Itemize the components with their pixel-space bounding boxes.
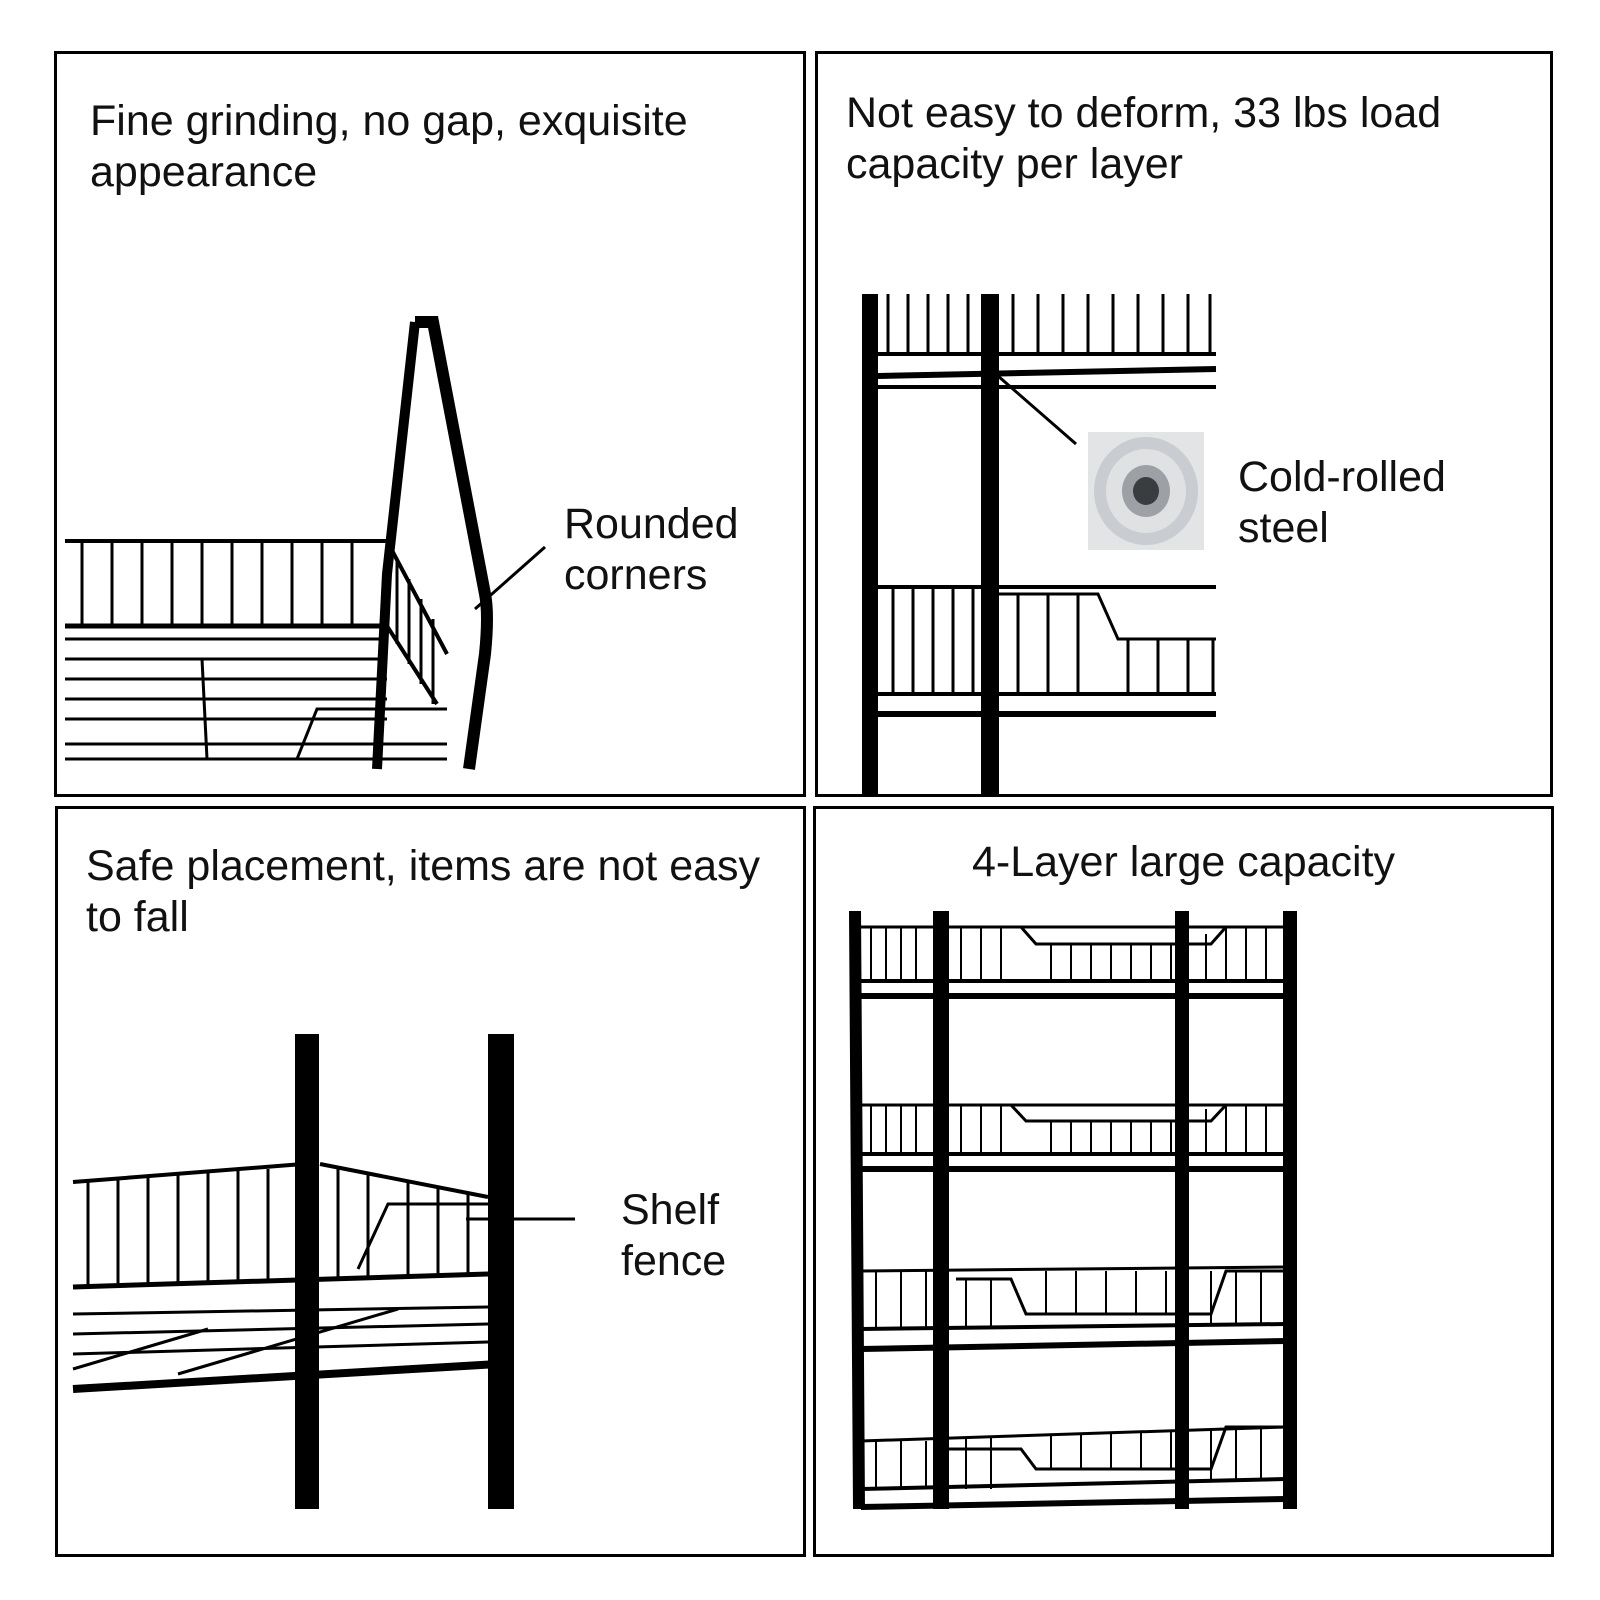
callout-line-1: Shelf: [621, 1186, 720, 1234]
shelf-fence-illustration: [72, 1034, 575, 1509]
callout-line-2: corners: [564, 551, 708, 599]
panel-shelf-fence: Safe placement, items are not easy to fa…: [55, 806, 806, 1557]
callout-line-2: fence: [621, 1237, 727, 1285]
callout-line-1: Cold-rolled: [1238, 453, 1446, 501]
panel-heading: Safe placement, items are not easy to fa…: [86, 842, 761, 941]
panel-four-layer: 4-Layer large capacity: [813, 806, 1554, 1557]
steel-roll-image: [1088, 432, 1204, 550]
panel-rounded-corners: Fine grinding, no gap, exquisite appeara…: [54, 51, 806, 797]
callout-label: Shelf fence: [621, 1185, 726, 1287]
cold-rolled-steel-illustration: [862, 294, 1217, 794]
panel-heading: Fine grinding, no gap, exquisite appeara…: [90, 97, 688, 196]
rounded-corner-illustration: [65, 316, 546, 770]
four-layer-rack-illustration: [849, 910, 1297, 1510]
callout-line-2: steel: [1238, 504, 1329, 552]
panel-cold-rolled-steel: Not easy to deform, 33 lbs load capacity…: [815, 51, 1553, 797]
callout-label: Cold-rolled steel: [1238, 452, 1446, 554]
callout-label: Rounded corners: [564, 499, 739, 601]
callout-line-1: Rounded: [564, 500, 739, 548]
panel-heading: 4-Layer large capacity: [971, 838, 1396, 886]
panel-heading: Not easy to deform, 33 lbs load capacity…: [846, 89, 1442, 188]
